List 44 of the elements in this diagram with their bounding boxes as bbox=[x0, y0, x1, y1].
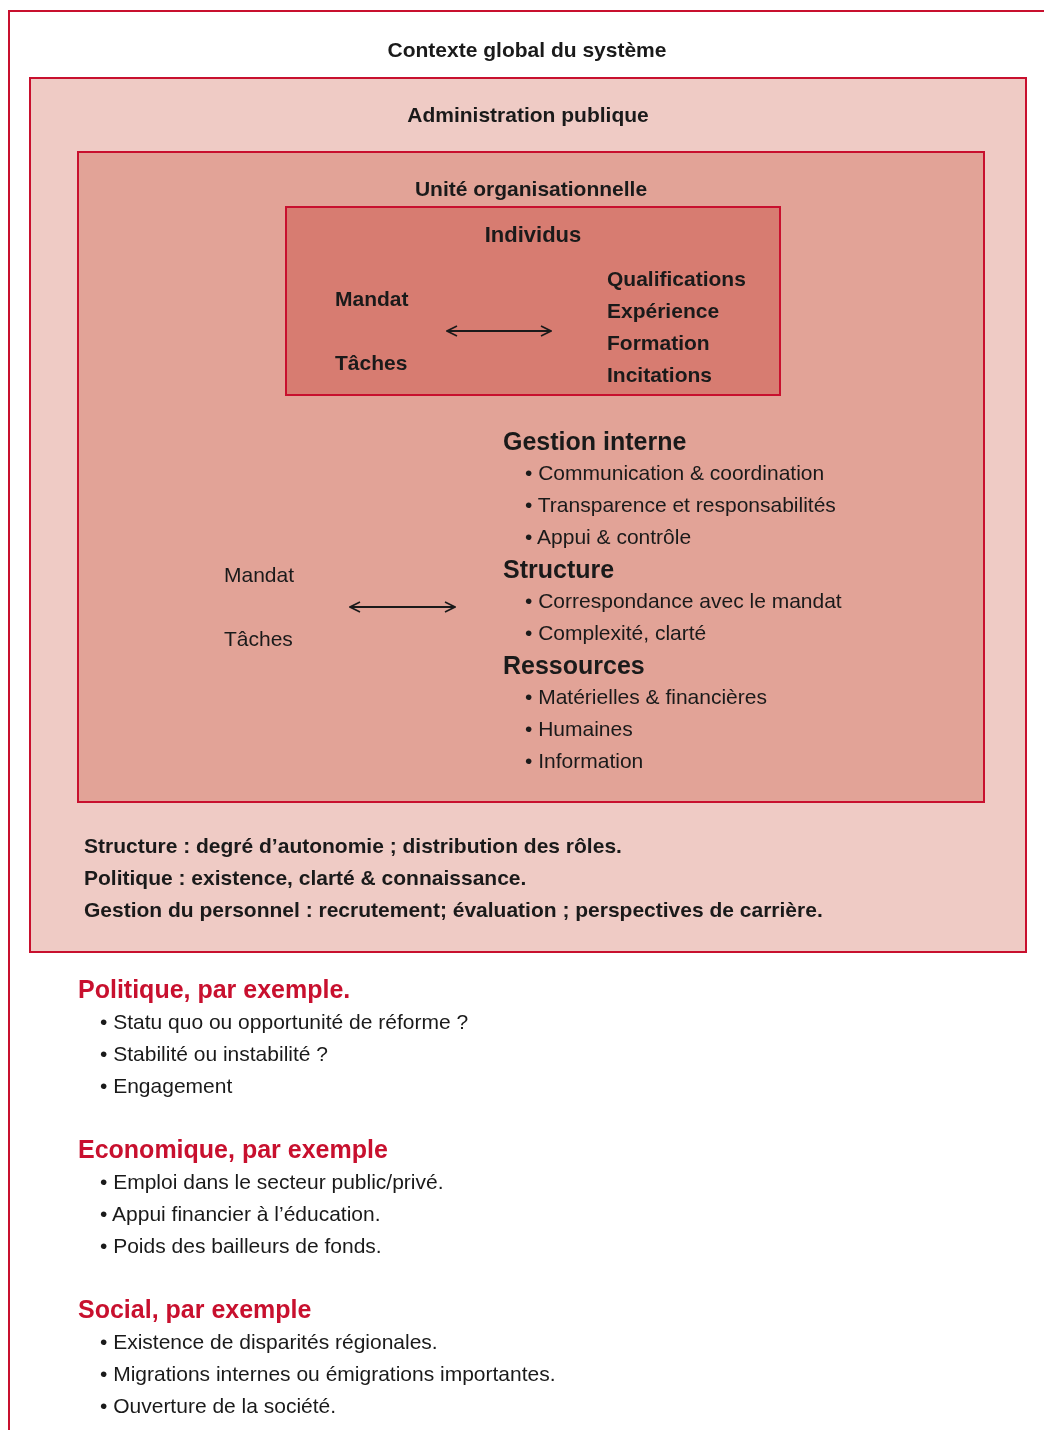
bullet-item: • Transparence et responsabilités bbox=[525, 492, 836, 518]
bullet-item: • Complexité, clarté bbox=[525, 620, 707, 646]
bullet-item: • Migrations internes ou émigrations importantes. bbox=[100, 1361, 556, 1387]
bullet-item: • Matérielles & financières bbox=[525, 684, 767, 710]
bullet-item: • Humaines bbox=[525, 716, 633, 742]
bullet-item: • Poids des bailleurs de fonds. bbox=[100, 1233, 382, 1259]
text-label: Tâches bbox=[335, 350, 408, 376]
section-heading: Economique, par exemple bbox=[78, 1134, 388, 1165]
text-label: Incitations bbox=[607, 362, 712, 388]
bullet-item: • Emploi dans le secteur public/privé. bbox=[100, 1169, 444, 1195]
text-label: Mandat bbox=[335, 286, 409, 312]
section-heading: Ressources bbox=[503, 650, 645, 681]
unit-panel bbox=[77, 151, 985, 803]
text-label: Tâches bbox=[224, 626, 293, 652]
text-label: Qualifications bbox=[607, 266, 746, 292]
double-arrow bbox=[349, 601, 456, 613]
note-text: Gestion du personnel : recrutement; évaluation ; perspectives de carrière. bbox=[84, 897, 823, 923]
text-label: Expérience bbox=[607, 298, 720, 324]
panel-title: Unité organisationnelle bbox=[414, 177, 648, 201]
section-heading: Structure bbox=[503, 554, 615, 585]
bullet-item: • Appui & contrôle bbox=[525, 524, 692, 550]
text-label: Mandat bbox=[224, 562, 295, 588]
text-label: Formation bbox=[607, 330, 710, 356]
panel-title: Administration publique bbox=[407, 103, 649, 127]
bullet-item: • Existence de disparités régionales. bbox=[100, 1329, 438, 1355]
context-frame bbox=[8, 10, 1044, 1430]
bullet-item: • Information bbox=[525, 748, 644, 774]
panel-title: Individus bbox=[484, 222, 582, 248]
administration-panel bbox=[29, 77, 1027, 953]
bullet-item: • Correspondance avec le mandat bbox=[525, 588, 842, 614]
note-text: Structure : degré d’autonomie ; distribution des rôles. bbox=[84, 833, 622, 859]
bullet-item: • Ouverture de la société. bbox=[100, 1393, 337, 1419]
bullet-item: • Appui financier à l’éducation. bbox=[100, 1201, 381, 1227]
double-arrow bbox=[446, 325, 552, 337]
bullet-item: • Statu quo ou opportunité de réforme ? bbox=[100, 1009, 469, 1035]
section-heading: Politique, par exemple. bbox=[78, 974, 351, 1005]
note-text: Politique : existence, clarté & connaissance. bbox=[84, 865, 527, 891]
bullet-item: • Stabilité ou instabilité ? bbox=[100, 1041, 328, 1067]
bullet-item: • Engagement bbox=[100, 1073, 233, 1099]
section-heading: Social, par exemple bbox=[78, 1294, 312, 1325]
panel-title: Contexte global du système bbox=[387, 38, 667, 62]
bullet-item: • Communication & coordination bbox=[525, 460, 825, 486]
individual-panel bbox=[285, 206, 781, 396]
section-heading: Gestion interne bbox=[503, 426, 687, 457]
